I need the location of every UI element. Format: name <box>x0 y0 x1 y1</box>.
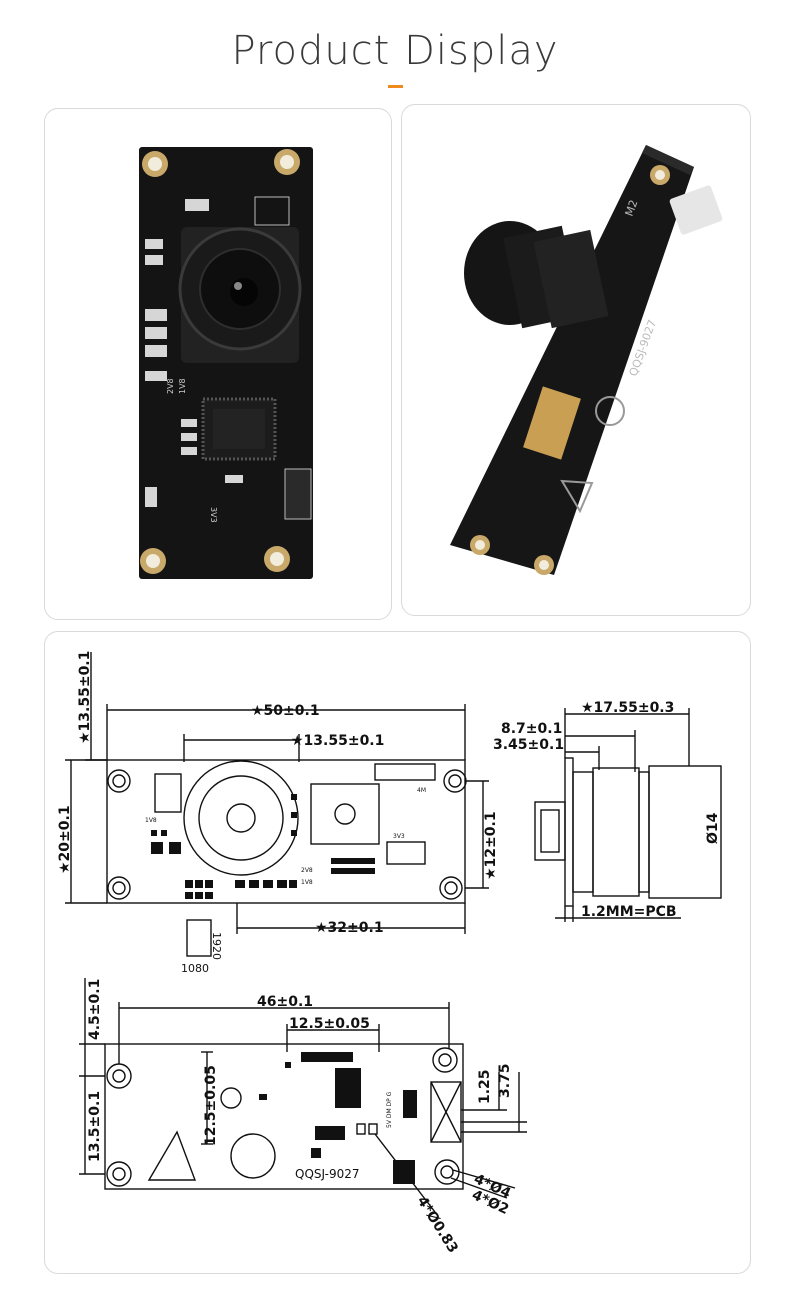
silk-m2: M2 <box>623 198 641 218</box>
silk-3v3-drawing: 3V3 <box>393 833 405 840</box>
dim-side-b: 3.45±0.1 <box>493 737 564 753</box>
page-title: Product Display <box>231 28 559 74</box>
silk-3v3: 3V3 <box>209 507 218 523</box>
silk-1v8: 1V8 <box>178 378 187 394</box>
board-model: QQSJ-9027 <box>295 1167 360 1181</box>
res-height: 1080 <box>181 962 209 975</box>
back-view <box>79 978 527 1213</box>
dim-side-a: 8.7±0.1 <box>501 721 562 737</box>
silk-1v8b-drawing: 1V8 <box>301 879 313 886</box>
pcb-angled <box>450 145 694 575</box>
angled-photo-card: M2 QQSJ-9027 <box>401 104 751 616</box>
dim-back-left: 13.5±0.1 <box>87 1091 103 1162</box>
pcb-thickness-note: 1.2MM=PCB <box>581 904 677 920</box>
silk-1v8-drawing: 1V8 <box>145 817 157 824</box>
res-width: 1920 <box>210 932 223 960</box>
pin-labels: 5V DM DP G <box>386 1091 393 1128</box>
dim-front-width: ★50±0.1 <box>251 703 320 719</box>
angled-board-photo: M2 QQSJ-9027 <box>450 145 723 575</box>
dim-side-depth: ★17.55±0.3 <box>581 700 674 716</box>
title-underline <box>388 85 403 88</box>
dim-back-375: 3.75 <box>497 1063 513 1098</box>
front-view <box>65 652 489 957</box>
silk-4m-drawing: 4M <box>417 787 426 794</box>
drawing-card: ★50±0.1 ★13.55±0.1 ★13.55±0.1 ★20±0.1 ★1… <box>44 631 751 1274</box>
dim-back-125: 1.25 <box>477 1069 493 1104</box>
dim-front-hole-v: ★12±0.1 <box>483 811 499 880</box>
gold-pad <box>523 386 581 460</box>
front-board-photo: 2V8 1V8 3V3 <box>139 147 313 579</box>
dim-front-height: ★20±0.1 <box>57 805 73 874</box>
dim-back-top: 4.5±0.1 <box>87 979 103 1040</box>
dim-back-pad: 4*Ø0.83 <box>414 1194 461 1256</box>
dim-back-pad-v: 12.5±0.05 <box>203 1065 219 1146</box>
dim-front-lens: ★13.55±0.1 <box>291 733 384 749</box>
dim-back-width: 46±0.1 <box>257 994 313 1010</box>
side-view <box>534 708 722 922</box>
front-photo-card: 2V8 1V8 3V3 <box>44 108 392 620</box>
dim-back-pad-h: 12.5±0.05 <box>289 1016 370 1032</box>
silk-2v8-drawing: 2V8 <box>301 867 313 874</box>
technical-drawing: ★50±0.1 ★13.55±0.1 ★13.55±0.1 ★20±0.1 ★1… <box>57 651 722 1256</box>
dim-front-hole-h: ★32±0.1 <box>315 920 384 936</box>
dim-front-lens-side: ★13.55±0.1 <box>77 651 93 744</box>
dim-side-dia: Ø14 <box>705 812 721 844</box>
silk-2v8: 2V8 <box>166 378 175 394</box>
